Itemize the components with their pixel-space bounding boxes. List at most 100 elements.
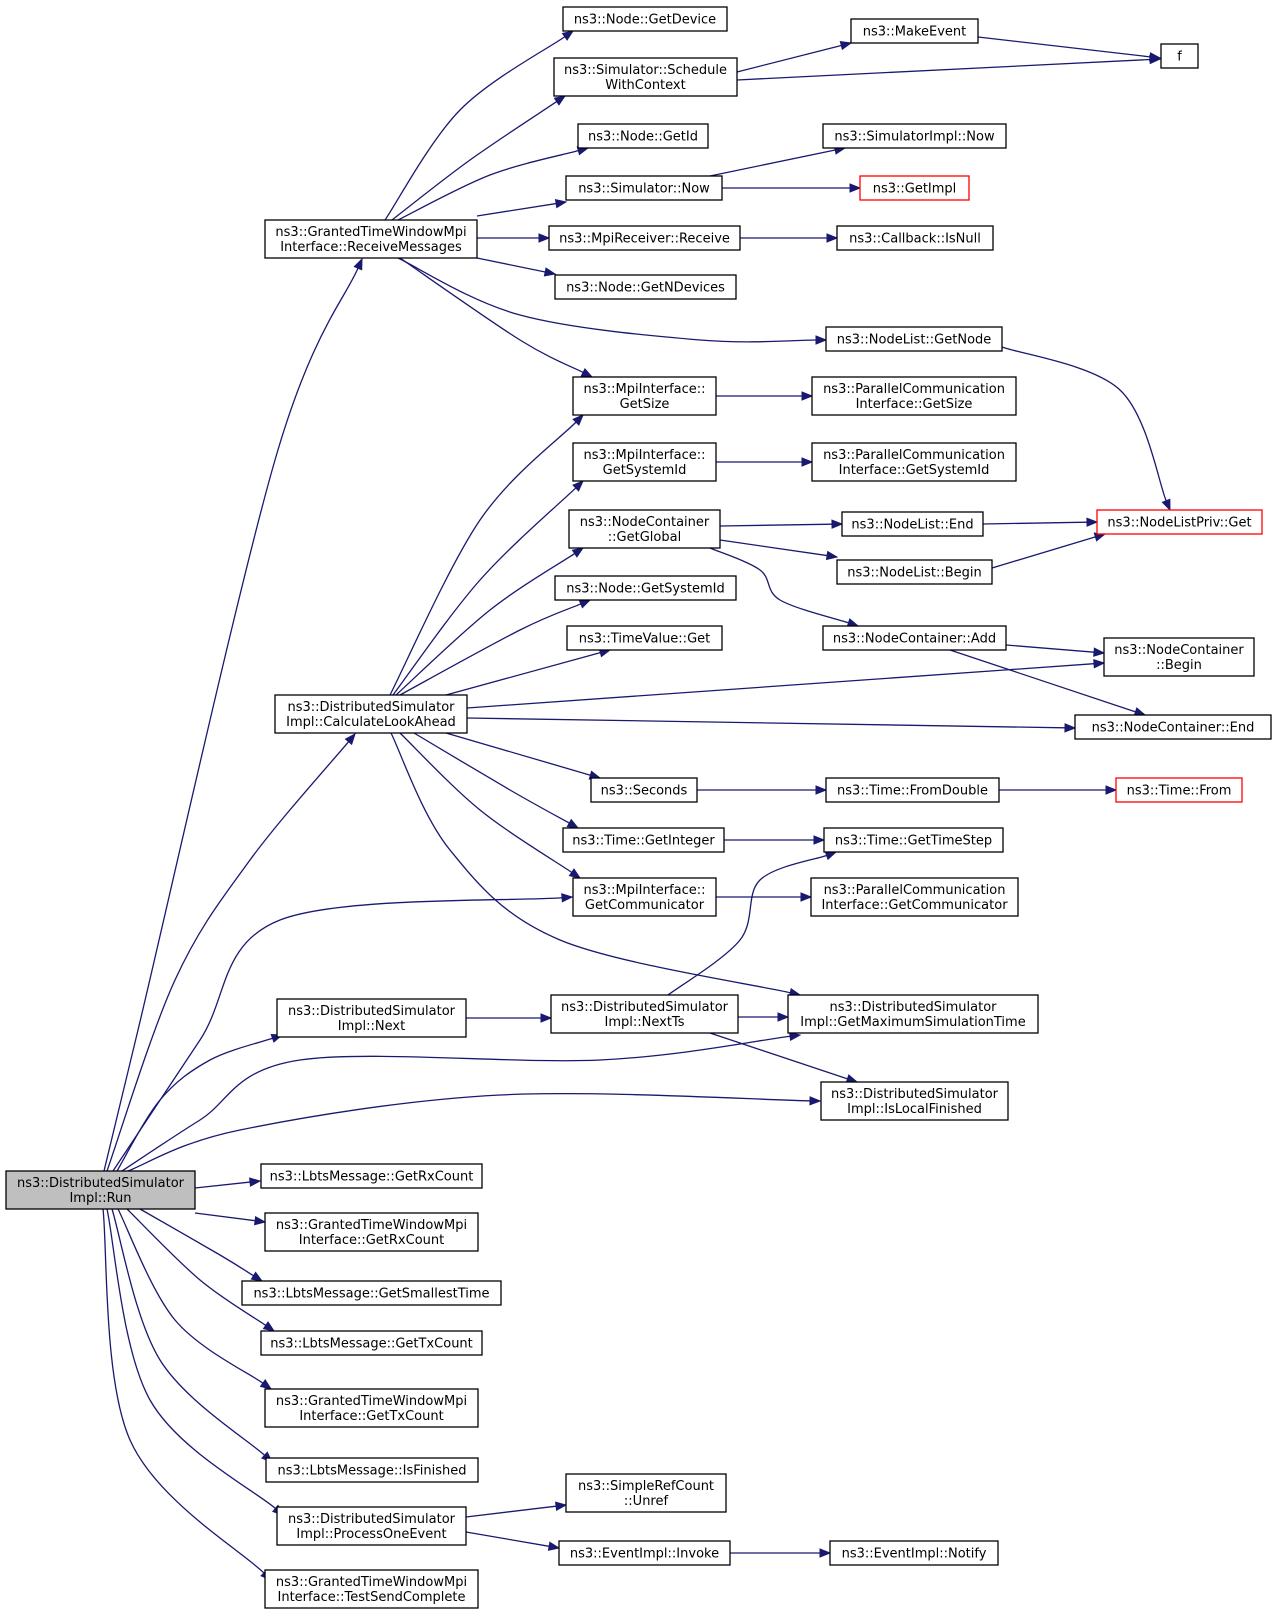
node-box [1103, 637, 1255, 677]
node-label: ns3::DistributedSimulator [287, 700, 455, 715]
node-gtw_getrx[interactable]: ns3::GrantedTimeWindowMpiInterface::GetR… [264, 1212, 479, 1252]
node-box [264, 1212, 479, 1252]
node-mpi_getsysid[interactable]: ns3::MpiInterface::GetSystemId [572, 442, 717, 482]
node-nc_begin[interactable]: ns3::NodeContainer::Begin [1103, 637, 1255, 677]
edge-calc_la-to-mpi_getcomm [399, 732, 582, 879]
node-lbts_small[interactable]: ns3::LbtsMessage::GetSmallestTime [241, 1280, 502, 1306]
edge-line [121, 1035, 791, 1172]
node-pci_getsysid[interactable]: ns3::ParallelCommunicationInterface::Get… [811, 442, 1017, 482]
edge-line [116, 1037, 273, 1172]
node-get_dev[interactable]: ns3::Node::GetDevice [562, 6, 728, 32]
edge-line [397, 257, 817, 343]
node-label: ns3::NodeContainer::Add [833, 632, 996, 647]
node-recv_msgs[interactable]: ns3::GrantedTimeWindowMpiInterface::Rece… [264, 219, 478, 259]
node-nl_begin[interactable]: ns3::NodeList::Begin [836, 559, 993, 585]
node-src_unref[interactable]: ns3::SimpleRefCount::Unref [565, 1473, 727, 1513]
edge-line [709, 149, 836, 177]
node-lbts_getrx[interactable]: ns3::LbtsMessage::GetRxCount [260, 1163, 483, 1189]
node-lbts_gettx[interactable]: ns3::LbtsMessage::GetTxCount [260, 1330, 483, 1356]
node-tv_get[interactable]: ns3::TimeValue::Get [566, 625, 723, 651]
node-ev_notify[interactable]: ns3::EventImpl::Notify [829, 1540, 999, 1566]
node-label: Impl::Run [69, 1191, 131, 1206]
node-label: ns3::NodeContainer::End [1092, 721, 1255, 736]
arrowhead [578, 599, 592, 609]
node-processone[interactable]: ns3::DistributedSimulatorImpl::ProcessOn… [276, 1506, 467, 1546]
node-label: ns3::GrantedTimeWindowMpi [275, 225, 466, 240]
node-t_fromdouble[interactable]: ns3::Time::FromDouble [825, 777, 1000, 803]
edge-line [445, 732, 591, 776]
node-f[interactable]: f [1160, 43, 1199, 69]
node-nc_end[interactable]: ns3::NodeContainer::End [1074, 714, 1272, 740]
node-label: ns3::NodeContainer [580, 515, 710, 530]
node-label: ns3::MpiReceiver::Receive [559, 232, 730, 247]
edge-line [102, 1208, 265, 1574]
node-pci_getcomm[interactable]: ns3::ParallelCommunicationInterface::Get… [810, 877, 1019, 917]
arrowhead [809, 1096, 822, 1106]
node-mpi_getsize[interactable]: ns3::MpiInterface::GetSize [572, 376, 717, 416]
node-node_getsysid[interactable]: ns3::Node::GetSystemId [554, 575, 737, 601]
edge-recv_msgs-to-sched_ctx [391, 95, 567, 221]
arrowhead [259, 1379, 273, 1390]
edge-run-to-gtw_testsend [102, 1208, 272, 1581]
node-label: ns3::EventImpl::Notify [842, 1547, 987, 1562]
node-simimpl_now[interactable]: ns3::SimulatorImpl::Now [822, 123, 1007, 149]
edge-line [397, 150, 579, 221]
node-t_gettimestep[interactable]: ns3::Time::GetTimeStep [823, 827, 1004, 853]
node-box [276, 1506, 467, 1546]
node-get_ndev[interactable]: ns3::Node::GetNDevices [554, 274, 737, 300]
node-pci_getsize[interactable]: ns3::ParallelCommunicationInterface::Get… [811, 376, 1017, 416]
node-nlpriv_get[interactable]: ns3::NodeListPriv::Get [1096, 509, 1263, 535]
node-getimpl[interactable]: ns3::GetImpl [859, 175, 970, 201]
node-label: ns3::GrantedTimeWindowMpi [276, 1575, 467, 1590]
arrowhead [1161, 498, 1171, 512]
node-nc_add[interactable]: ns3::NodeContainer::Add [822, 625, 1007, 651]
node-gtw_testsend[interactable]: ns3::GrantedTimeWindowMpiInterface::Test… [264, 1569, 479, 1609]
node-label: ns3::NodeListPriv::Get [1107, 516, 1251, 531]
edge-sched_ctx-to-f [736, 54, 1162, 81]
edge-line [390, 732, 791, 994]
node-box [829, 1540, 999, 1566]
node-gtw_gettx[interactable]: ns3::GrantedTimeWindowMpiInterface::GetT… [264, 1388, 479, 1428]
node-box [264, 1569, 479, 1609]
node-box [577, 123, 709, 149]
node-calc_la[interactable]: ns3::DistributedSimulatorImpl::Calculate… [274, 694, 468, 734]
node-mpi_getcomm[interactable]: ns3::MpiInterface::GetCommunicator [572, 877, 717, 917]
edge-run-to-gtw_getrx [194, 1212, 267, 1226]
node-cb_isnull[interactable]: ns3::Callback::IsNull [836, 225, 994, 251]
node-box [260, 1330, 483, 1356]
arrowhead [553, 95, 567, 106]
arrowhead [250, 1271, 264, 1282]
node-seconds[interactable]: ns3::Seconds [590, 777, 698, 803]
node-sim_now[interactable]: ns3::Simulator::Now [565, 175, 723, 201]
edge-mpi_recv-to-cb_isnull [740, 233, 839, 243]
node-ev_invoke[interactable]: ns3::EventImpl::Invoke [558, 1540, 731, 1566]
edge-nc_getglobal-to-nl_begin [719, 539, 839, 561]
node-t_getint[interactable]: ns3::Time::GetInteger [562, 827, 725, 853]
node-make_event[interactable]: ns3::MakeEvent [850, 18, 979, 44]
edge-line [106, 741, 350, 1172]
node-islocalfin[interactable]: ns3::DistributedSimulatorImpl::IsLocalFi… [820, 1081, 1009, 1121]
node-mpi_recv[interactable]: ns3::MpiReceiver::Receive [548, 225, 741, 251]
node-nl_getnode[interactable]: ns3::NodeList::GetNode [825, 326, 1003, 352]
edge-line [399, 603, 582, 696]
node-label: ns3::Time::GetInteger [572, 834, 715, 849]
edge-processone-to-src_unref [465, 1501, 568, 1518]
node-nl_end[interactable]: ns3::NodeList::End [841, 511, 984, 537]
node-label: ns3::LbtsMessage::GetTxCount [270, 1337, 473, 1352]
edge-line [736, 58, 1151, 81]
node-node_getid[interactable]: ns3::Node::GetId [577, 123, 709, 149]
node-box [264, 219, 478, 259]
node-lbts_isfin[interactable]: ns3::LbtsMessage::IsFinished [265, 1457, 479, 1483]
edge-line [389, 421, 577, 696]
node-nc_getglobal[interactable]: ns3::NodeContainer::GetGlobal [568, 509, 721, 549]
node-t_from[interactable]: ns3::Time::From [1115, 777, 1243, 803]
node-getmaxsim[interactable]: ns3::DistributedSimulatorImpl::GetMaximu… [787, 994, 1039, 1034]
node-box [825, 777, 1000, 803]
edge-recv_msgs-to-mpi_recv [477, 233, 551, 243]
node-label: ::GetGlobal [608, 530, 681, 545]
node-box [836, 559, 993, 585]
